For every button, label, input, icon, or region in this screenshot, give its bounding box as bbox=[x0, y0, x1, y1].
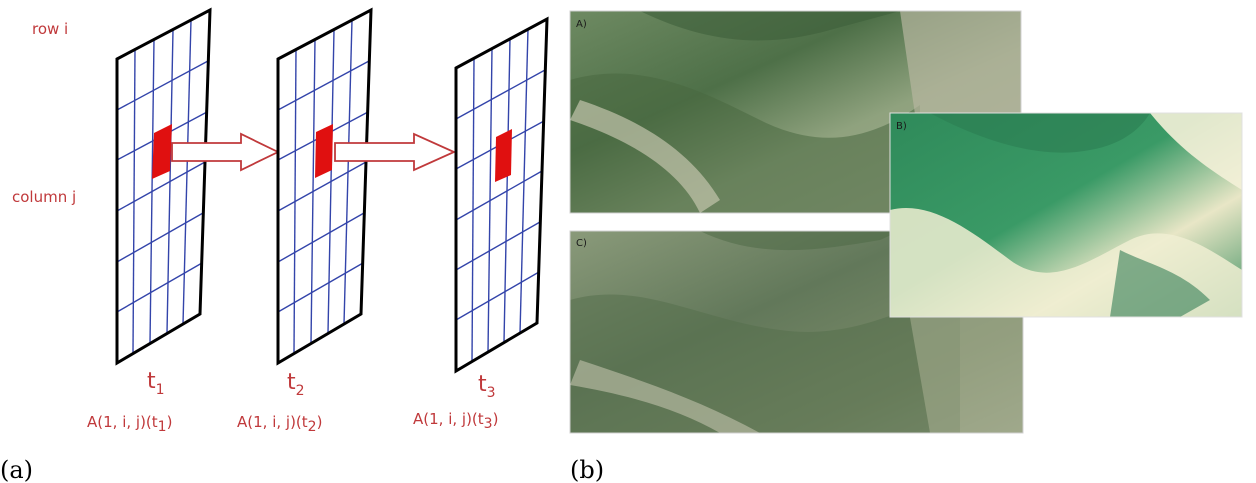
grid-frame-t1 bbox=[115, 7, 212, 366]
time-label-t3: t3 bbox=[478, 372, 496, 401]
row-label: row i bbox=[32, 20, 68, 38]
classified-image-b: B) bbox=[889, 112, 1243, 318]
formula-t1: A(1, i, j)(t1) bbox=[87, 413, 172, 435]
image-a-tag: A) bbox=[576, 19, 587, 30]
panel-b: A) C) B) (b) bbox=[569, 10, 1243, 483]
column-label: column j bbox=[12, 188, 76, 206]
time-label-t1: t1 bbox=[147, 369, 165, 398]
image-b-tag: B) bbox=[896, 121, 907, 132]
caption-a: (a) bbox=[0, 456, 33, 483]
highlight-cell-t3 bbox=[495, 129, 512, 182]
grid-frame-t3 bbox=[454, 16, 549, 374]
arrow-t1-t2 bbox=[171, 132, 281, 172]
formula-t3: A(1, i, j)(t3) bbox=[413, 410, 498, 432]
highlight-cell-t1 bbox=[152, 124, 172, 179]
highlight-cell-t2 bbox=[315, 124, 333, 178]
grid-frame-t2 bbox=[276, 7, 373, 366]
time-label-t2: t2 bbox=[287, 370, 305, 399]
arrow-t2-t3 bbox=[334, 132, 457, 172]
panel-a: row i column j bbox=[0, 7, 549, 483]
formula-t2: A(1, i, j)(t2) bbox=[237, 413, 322, 435]
caption-b: (b) bbox=[570, 456, 604, 483]
image-c-tag: C) bbox=[576, 238, 587, 249]
